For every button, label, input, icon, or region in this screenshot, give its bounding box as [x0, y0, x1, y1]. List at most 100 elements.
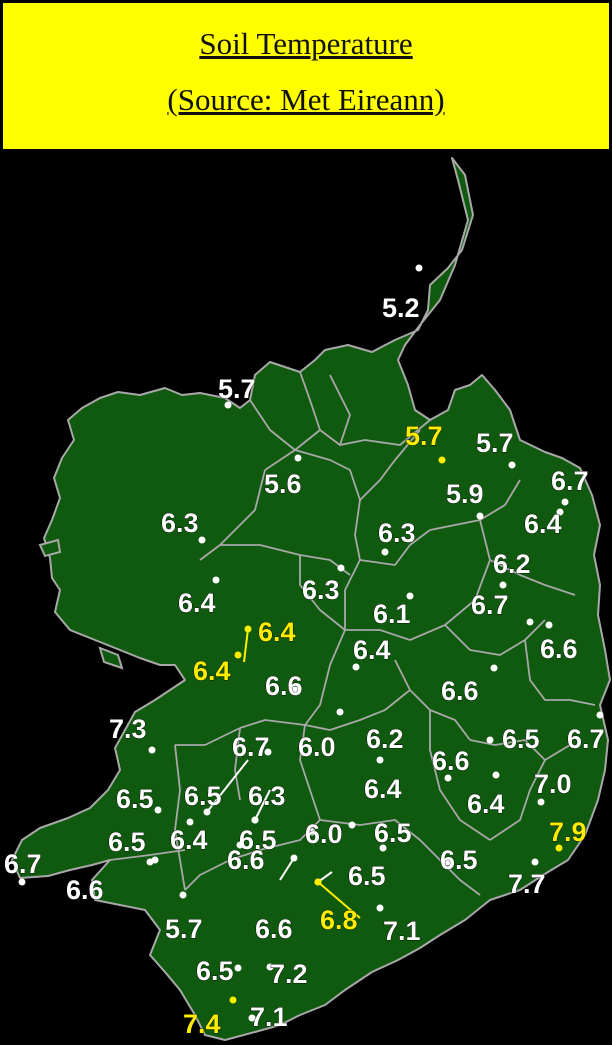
- station-dot: [492, 771, 500, 779]
- station-dot: [337, 564, 345, 572]
- station-dot: [234, 964, 242, 972]
- station-reading: 7.2: [266, 959, 308, 989]
- station-value-label: 7.9: [549, 817, 587, 847]
- station-reading: 6.4: [348, 774, 402, 829]
- station-value-label: 6.2: [366, 724, 404, 754]
- county-border: [444, 619, 546, 656]
- station-leader-line: [206, 759, 249, 813]
- station-reading: 6.5: [184, 759, 249, 816]
- station-dot: [596, 711, 604, 719]
- station-reading: 7.0: [534, 769, 572, 806]
- station-dot: [336, 708, 344, 716]
- station-value-label: 6.6: [432, 746, 470, 776]
- station-dot: [224, 401, 232, 409]
- station-dot: [203, 808, 211, 816]
- station-reading: 6.6: [540, 621, 578, 664]
- station-value-label: 7.0: [534, 769, 572, 799]
- station-value-label: 6.3: [248, 781, 286, 811]
- station-value-label: 6.6: [66, 875, 104, 905]
- station-reading: 6.4: [193, 651, 242, 686]
- station-value-label: 7.2: [270, 959, 308, 989]
- station-reading: 7.3: [109, 714, 156, 754]
- station-reading: 6.7: [471, 590, 534, 626]
- station-reading: 5.7: [165, 891, 203, 944]
- map-source: (Source: Met Eireann): [167, 82, 445, 117]
- station-dot: [508, 461, 516, 469]
- station-reading: 6.7: [551, 466, 589, 506]
- station-dot: [381, 548, 389, 556]
- station-reading: 5.6: [264, 454, 302, 499]
- station-reading: 6.2: [493, 549, 531, 589]
- station-dot: [248, 1014, 256, 1022]
- station-reading: 6.1: [373, 592, 414, 629]
- station-reading: 7.9: [549, 817, 587, 852]
- station-reading: 6.5: [314, 861, 386, 891]
- station-reading: 6.2: [366, 724, 404, 764]
- station-reading: 6.4: [170, 818, 208, 855]
- station-value-label: 7.1: [383, 916, 421, 946]
- station-reading: 5.9: [446, 479, 484, 520]
- station-value-label: 6.5: [374, 818, 412, 848]
- station-value-label: 6.7: [232, 732, 270, 762]
- station-dot: [444, 774, 452, 782]
- ireland-island: [38, 538, 62, 558]
- station-reading: 7.4: [183, 996, 237, 1039]
- station-reading: 6.8: [314, 878, 361, 935]
- station-value-label: 6.6: [441, 676, 479, 706]
- station-value-label: 6.5: [108, 827, 146, 857]
- station-value-label: 6.4: [353, 635, 391, 665]
- station-leader-line: [279, 857, 295, 881]
- station-value-label: 5.7: [476, 428, 514, 458]
- station-reading: 6.4: [524, 508, 564, 539]
- station-value-label: 6.4: [467, 789, 505, 819]
- station-leader-line: [243, 628, 249, 663]
- station-value-label: 6.1: [373, 599, 411, 629]
- station-value-label: 6.6: [227, 845, 265, 875]
- station-value-label: 6.7: [551, 466, 589, 496]
- station-dot: [198, 536, 206, 544]
- station-dot: [148, 746, 156, 754]
- station-dot: [186, 818, 194, 826]
- station-value-label: 5.6: [264, 469, 302, 499]
- station-value-label: 6.5: [116, 784, 154, 814]
- county-border: [175, 727, 241, 746]
- station-value-label: 5.7: [165, 914, 203, 944]
- station-dot: [545, 621, 553, 629]
- county-border: [234, 727, 241, 801]
- station-dot: [486, 736, 494, 744]
- station-reading: 5.7: [405, 421, 446, 464]
- station-dot: [154, 806, 162, 814]
- station-value-label: 6.3: [378, 518, 416, 548]
- station-value-label: 5.9: [446, 479, 484, 509]
- station-value-label: 6.7: [471, 590, 509, 620]
- station-dot: [266, 963, 274, 971]
- station-value-label: 6.5: [348, 861, 386, 891]
- station-reading: 7.1: [248, 1002, 288, 1032]
- station-value-label: 6.5: [239, 825, 277, 855]
- county-border: [409, 559, 491, 641]
- station-reading: 6.0: [305, 819, 343, 850]
- station-value-label: 6.2: [493, 549, 531, 579]
- station-dot: [526, 618, 534, 626]
- station-dot: [561, 498, 569, 506]
- station-reading: 7.7: [508, 858, 546, 899]
- county-border: [304, 689, 411, 731]
- ireland-island: [98, 646, 124, 670]
- station-dot: [499, 581, 507, 589]
- station-reading: 6.5: [196, 956, 242, 986]
- station-reading: 6.6: [255, 854, 298, 944]
- station-dot: [291, 686, 299, 694]
- station-value-label: 6.6: [540, 634, 578, 664]
- county-border: [339, 419, 431, 446]
- station-value-label: 6.5: [184, 781, 222, 811]
- station-reading: 5.7: [218, 374, 256, 409]
- station-reading: 6.7: [232, 732, 272, 762]
- county-border: [264, 429, 421, 501]
- station-reading: 6.0: [298, 708, 344, 762]
- station-value-label: 7.7: [508, 869, 546, 899]
- station-value-label: 6.4: [258, 617, 296, 647]
- station-value-label: 6.8: [320, 905, 358, 935]
- station-reading: 6.4: [352, 635, 391, 671]
